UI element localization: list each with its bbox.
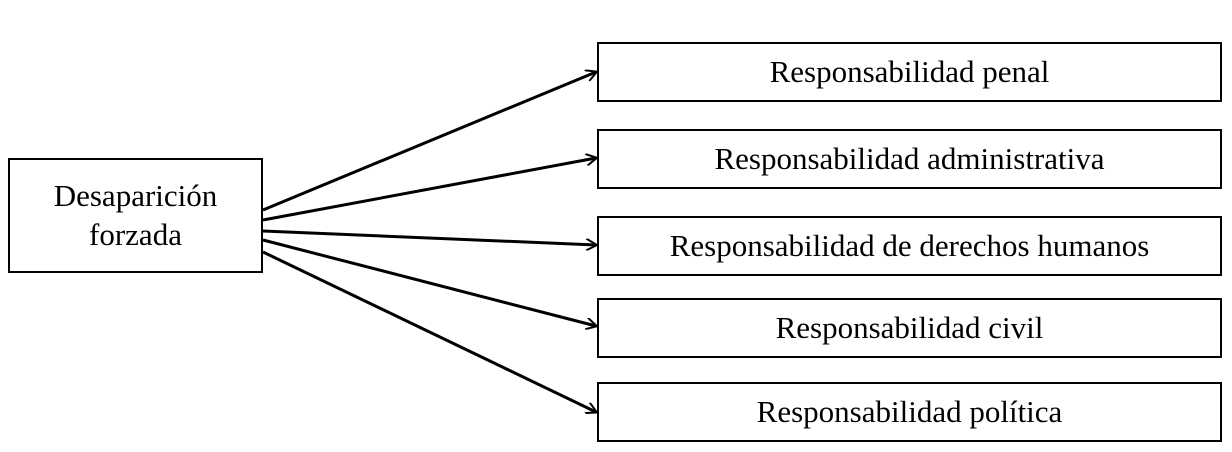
- edge-to-responsabilidad-civil: [262, 238, 596, 326]
- edge-to-responsabilidad-administrativa: [262, 158, 596, 222]
- target-node-responsabilidad-administrativa: Responsabilidad administrativa: [597, 129, 1222, 189]
- edge-to-responsabilidad-penal: [262, 72, 596, 212]
- target-node-responsabilidad-civil: Responsabilidad civil: [597, 298, 1222, 358]
- target-node-label: Responsabilidad penal: [769, 53, 1050, 89]
- edge-to-responsabilidad-derechos-humanos: [262, 229, 596, 245]
- edge-to-responsabilidad-politica: [262, 250, 596, 412]
- source-node-desaparicion-forzada: Desaparición forzada: [8, 158, 263, 273]
- target-node-label: Responsabilidad de derechos humanos: [669, 227, 1150, 263]
- target-node-responsabilidad-penal: Responsabilidad penal: [597, 42, 1222, 102]
- source-node-label: Desaparición forzada: [53, 177, 218, 252]
- target-node-label: Responsabilidad política: [756, 393, 1063, 429]
- target-node-label: Responsabilidad civil: [775, 309, 1044, 345]
- target-node-label: Responsabilidad administrativa: [714, 140, 1105, 176]
- target-node-responsabilidad-derechos-humanos: Responsabilidad de derechos humanos: [597, 216, 1222, 276]
- target-node-responsabilidad-politica: Responsabilidad política: [597, 382, 1222, 442]
